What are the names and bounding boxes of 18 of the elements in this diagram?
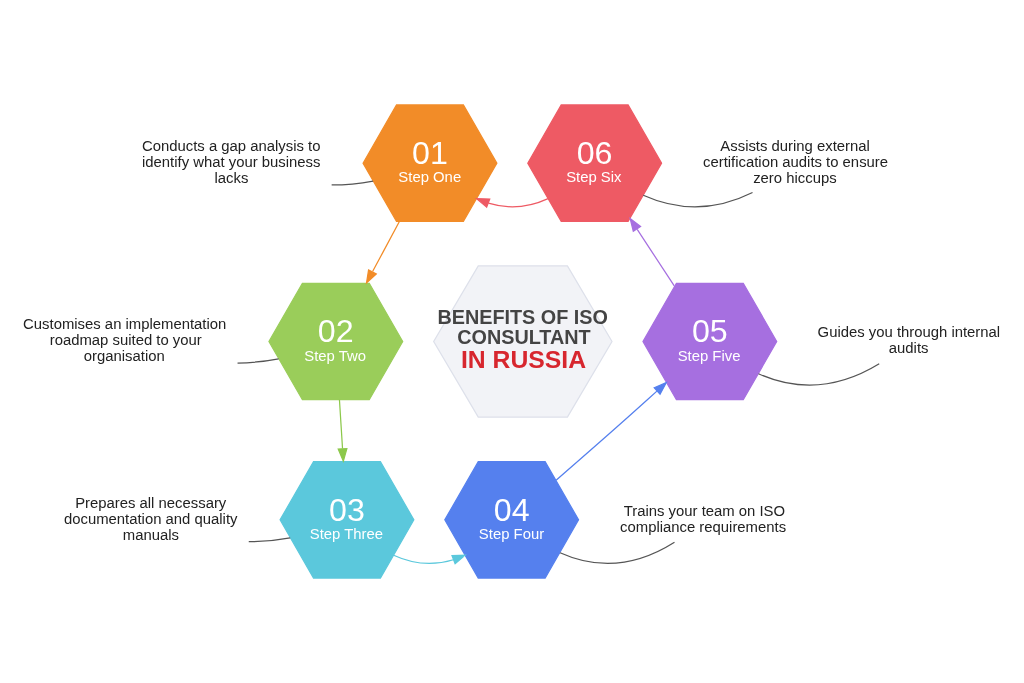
node-text: Trains your team on ISO compliance requirements bbox=[620, 502, 787, 535]
node-text: Customises an implementation roadmap suited to your organisation bbox=[23, 316, 227, 365]
arrow bbox=[555, 381, 668, 481]
arrow bbox=[393, 554, 467, 565]
node-text: Conducts a gap analysis to identify what your business lacks bbox=[142, 137, 321, 187]
arrow bbox=[337, 399, 348, 464]
arrow bbox=[629, 217, 675, 287]
node-text: Assists during external certification audits to ensure zero hiccups bbox=[703, 137, 889, 187]
connector bbox=[248, 537, 291, 543]
connector bbox=[642, 191, 754, 208]
arrow bbox=[365, 220, 400, 285]
node-text: Guides you through internal audits bbox=[817, 324, 1001, 357]
connector bbox=[757, 363, 880, 386]
connector bbox=[331, 180, 374, 186]
connector bbox=[236, 358, 280, 364]
arrow bbox=[474, 197, 549, 209]
node-text: Prepares all necessary documentation and quality manuals bbox=[63, 494, 238, 543]
connector bbox=[559, 541, 676, 565]
